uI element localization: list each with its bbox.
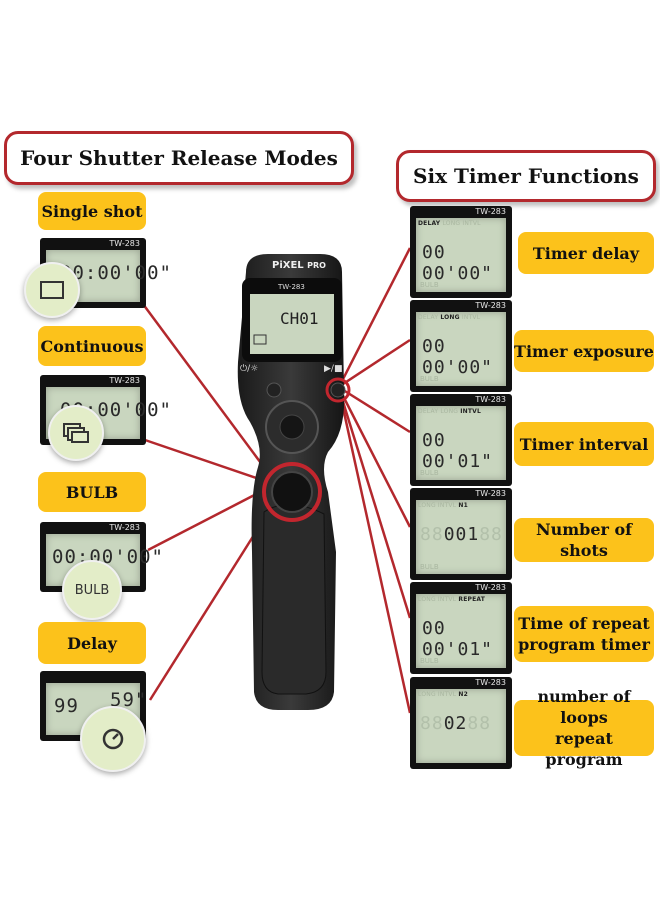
lcd-digits: 00 00'01" — [422, 430, 494, 472]
mode-label-delay: Delay — [38, 622, 146, 664]
timer-label-shots: Number of shots — [514, 518, 654, 562]
bulb-badge: BULB — [62, 560, 122, 620]
lcd-ghost-digits: 88 — [479, 524, 503, 545]
lcd-model: TW-283 — [475, 207, 506, 216]
lcd-model: TW-283 — [475, 583, 506, 592]
timers-heading: Six Timer Functions — [396, 150, 656, 202]
bulb-badge-label: BULB — [74, 582, 110, 598]
timer-label-loops-line2: repeat program — [545, 729, 623, 769]
lcd-ghost-digits: 88 — [467, 713, 492, 734]
timer-label-exposure: Timer exposure — [514, 330, 654, 372]
lcd-bottom-bulb: BULB — [420, 469, 439, 477]
start-stop-button[interactable]: ▶/■ — [324, 364, 343, 374]
lcd-digits: 00:00'00" — [60, 262, 172, 284]
lcd-digits: 02 — [443, 713, 468, 734]
lcd-model: TW-283 — [109, 376, 140, 385]
timer-label-loops: number of loops repeat program — [514, 687, 654, 769]
lcd-mode-row: LONG INTVL REPEAT — [418, 596, 486, 603]
mode-label-bulb: BULB — [38, 472, 146, 512]
timer-lcd-shots: TW-283 LONG INTVL N1 8800188 BULB — [410, 488, 512, 580]
timer-lcd-delay: TW-283 DELAY LONG INTVL 00 00'00" BULB — [410, 206, 512, 298]
lcd-bottom-bulb: BULB — [420, 563, 439, 571]
lcd-model: TW-283 — [475, 489, 506, 498]
remote-brand-label: PiXEL — [272, 260, 304, 271]
single-frame-icon — [24, 262, 80, 318]
remote-brand-suffix: PRO — [307, 261, 326, 270]
timer-icon — [80, 706, 146, 772]
power-light-button[interactable]: ⏻/☼ — [240, 364, 259, 374]
lcd-mode-row: DELAY LONG INTVL — [418, 220, 481, 227]
lcd-bottom-bulb: BULB — [420, 375, 439, 383]
lcd-mode-row: DELAY LONG INTVL — [418, 314, 481, 321]
timer-lcd-repeat: TW-283 LONG INTVL REPEAT 00 00'01" BULB — [410, 582, 512, 674]
mode-label-single-shot: Single shot — [38, 192, 146, 230]
remote-display: CH01 — [280, 309, 319, 328]
lcd-bottom-bulb: BULB — [420, 657, 439, 665]
timer-lcd-interval: TW-283 DELAY LONG INTVL 00 00'01" BULB — [410, 394, 512, 486]
lcd-model: TW-283 — [109, 239, 140, 248]
lcd-digits: 00 00'00" — [422, 336, 494, 378]
remote-model: TW-283 — [278, 283, 305, 291]
remote-body — [237, 254, 351, 710]
timer-label-interval: Timer interval — [514, 422, 654, 466]
lcd-digits: 00 00'01" — [422, 618, 494, 660]
timer-label-loops-line1: number of loops — [537, 687, 631, 727]
remote-control: PiXEL PRO TW-283 CH01 ⏻/☼ ▶/■ — [228, 252, 358, 712]
lcd-model: TW-283 — [109, 523, 140, 532]
lcd-model: TW-283 — [475, 395, 506, 404]
lcd-mode-row: LONG INTVL N1 — [418, 502, 468, 509]
stacked-frames-icon — [48, 405, 104, 461]
lcd-mode-row: DELAY LONG INTVL — [418, 408, 482, 415]
timer-label-repeat: Time of repeat program timer — [514, 606, 654, 662]
lcd-model: TW-283 — [475, 678, 506, 687]
lcd-model: TW-283 — [475, 301, 506, 310]
lcd-bottom-bulb: BULB — [420, 281, 439, 289]
lcd-ghost-digits: 88 — [420, 524, 444, 545]
timer-label-repeat-line1: Time of repeat — [518, 614, 650, 633]
modes-heading: Four Shutter Release Modes — [4, 131, 354, 185]
timer-lcd-loops: TW-283 LONG INTVL N2 880288 — [410, 677, 512, 769]
lcd-digits: 001 — [443, 524, 480, 545]
lcd-ghost-digits: 88 — [420, 713, 444, 734]
lcd-mode-row: LONG INTVL N2 — [418, 691, 468, 698]
timer-label-repeat-line2: program timer — [518, 635, 650, 654]
mode-label-continuous: Continuous — [38, 326, 146, 366]
remote-brand: PiXEL PRO — [272, 260, 326, 271]
timer-label-delay: Timer delay — [518, 232, 654, 274]
lcd-digits-right: 59" — [110, 689, 148, 711]
timer-lcd-exposure: TW-283 DELAY LONG INTVL 00 00'00" BULB — [410, 300, 512, 392]
lcd-digits: 00 00'00" — [422, 242, 494, 284]
lcd-digits-left: 99 — [54, 695, 79, 717]
